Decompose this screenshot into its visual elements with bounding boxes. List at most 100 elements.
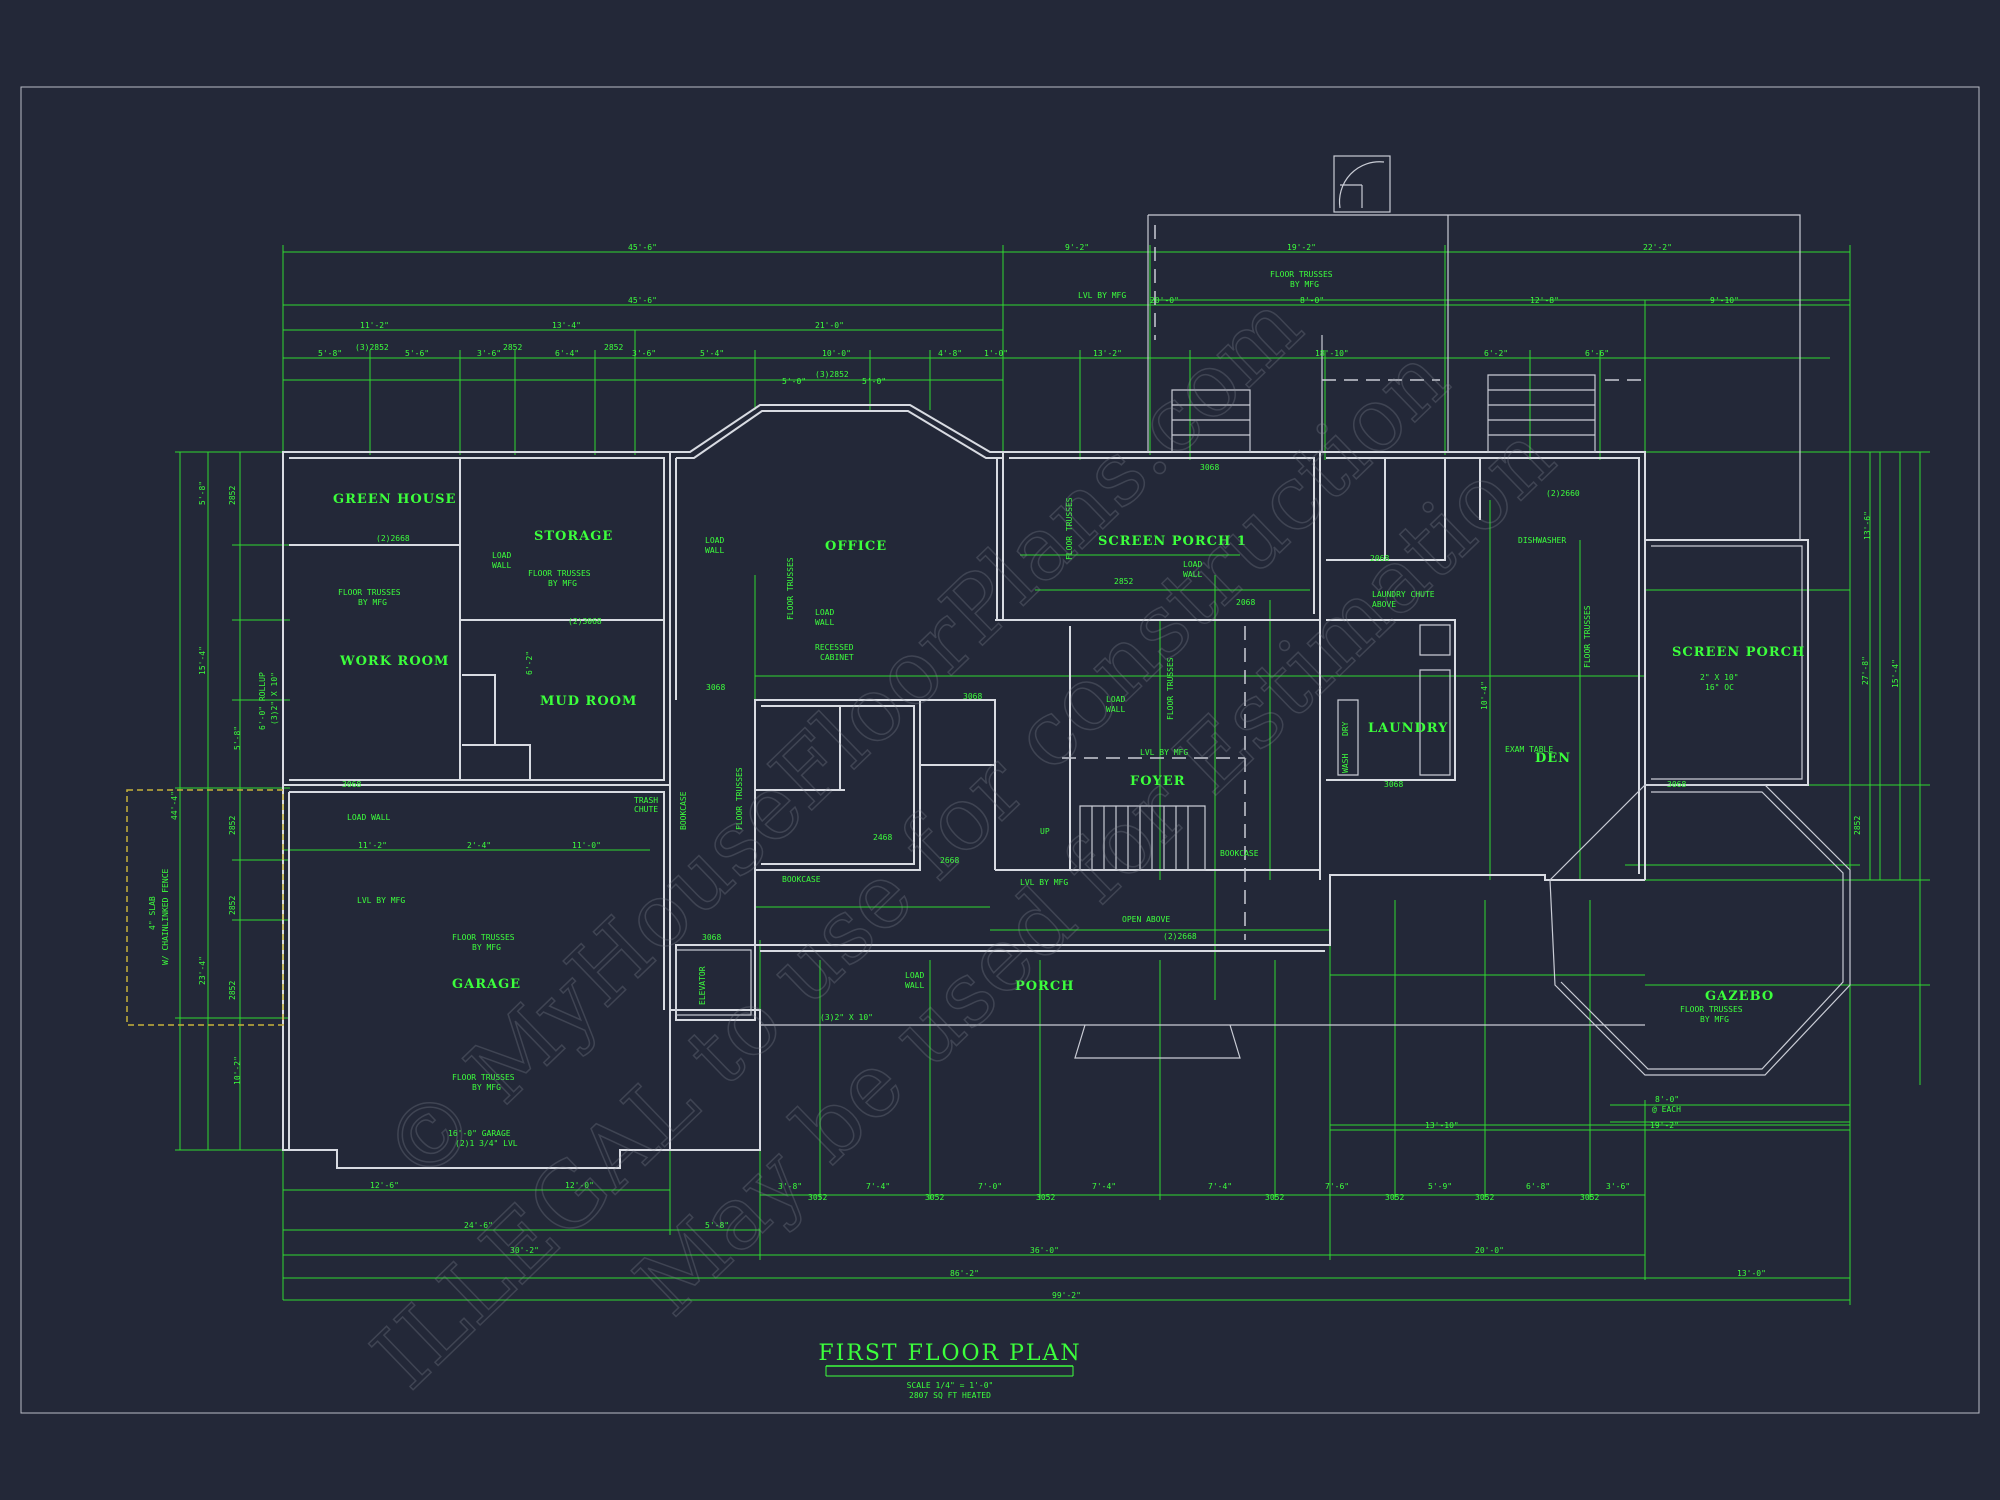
dim-text: 7'-0" [978, 1182, 1002, 1191]
dim-text: 45'-6" [628, 243, 657, 252]
door-tag: 3068 [342, 780, 361, 789]
dim-text: 24'-6" [464, 1221, 493, 1230]
note-by-mfg: BY MFG [472, 1083, 501, 1092]
dim-text: 3'-6" [1606, 1182, 1630, 1191]
dim-text: 6'-2" [525, 651, 534, 675]
note-by-mfg: BY MFG [1290, 280, 1319, 289]
dim-text: 13'-4" [552, 321, 581, 330]
note-laundry-chute: LAUNDRY CHUTE [1372, 590, 1435, 599]
room-label-screen-porch-1: SCREEN PORCH 1 [1098, 534, 1247, 549]
door-tag: (2)2668 [1163, 932, 1197, 941]
note-floor-trusses: FLOOR TRUSSES [452, 1073, 515, 1082]
room-label-storage: STORAGE [534, 529, 613, 544]
note-load: LOAD [1106, 695, 1125, 704]
dim-text: 19'-2" [1287, 243, 1316, 252]
dim-text: 3'-6" [632, 349, 656, 358]
dim-text: 5'-8" [705, 1221, 729, 1230]
note-by-mfg: BY MFG [358, 598, 387, 607]
sheet-border [20, 86, 1980, 1414]
note-porch-header: (3)2" X 10" [820, 1013, 873, 1022]
note-washer: WASH [1341, 754, 1350, 773]
note-lvl-by-mfg: LVL BY MFG [1078, 291, 1126, 300]
room-label-gazebo: GAZEBO [1705, 989, 1774, 1004]
dim-text: 99'-2" [1052, 1291, 1081, 1300]
dim-text: 8'-0" [1300, 296, 1324, 305]
note-floor-trusses: FLOOR TRUSSES [1065, 497, 1074, 560]
title-block: FIRST FLOOR PLAN SCALE 1/4" = 1'-0" 2807… [818, 1341, 1079, 1400]
dim-text: 2852 [228, 896, 237, 915]
dim-text: 15'-4" [1891, 659, 1900, 688]
dim-text: 3'-8" [778, 1182, 802, 1191]
dim-text: 12'-0" [565, 1181, 594, 1190]
note-bookcase: BOOKCASE [1220, 849, 1259, 858]
dim-text: 22'-2" [1643, 243, 1672, 252]
note-by-mfg: BY MFG [472, 943, 501, 952]
note-trash: TRASH [634, 796, 658, 805]
watermark-line-2: ILLEGAL to use for construction [353, 326, 1468, 1408]
dim-text: 20'-0" [1475, 1246, 1504, 1255]
note-slab: 4" SLAB [148, 896, 157, 930]
note-floor-trusses: FLOOR TRUSSES [452, 933, 515, 942]
dim-text: 9'-10" [1710, 296, 1739, 305]
dim-text: 2852 [228, 486, 237, 505]
note-slab-fence: W/ CHAINLINKED FENCE [161, 868, 170, 965]
note-exam-table: EXAM TABLE [1505, 745, 1553, 754]
dim-text: 7'-6" [1325, 1182, 1349, 1191]
dim-text: 15'-4" [198, 646, 207, 675]
note-load: LOAD [1183, 560, 1202, 569]
door-tag: (2)2660 [1546, 489, 1580, 498]
door-tag: 3068 [963, 692, 982, 701]
room-label-green-house: GREEN HOUSE [333, 492, 456, 507]
dim-text: 4'-8" [938, 349, 962, 358]
door-tag: 3052 [1475, 1193, 1494, 1202]
plan-heated-area: 2807 SQ FT HEATED [909, 1391, 991, 1400]
room-label-den: DEN [1535, 751, 1571, 766]
dim-text: 6'-6" [1585, 349, 1609, 358]
dim-text: 13'-2" [1093, 349, 1122, 358]
dim-text: 10'-4" [1480, 681, 1489, 710]
note-dryer: DRY [1341, 721, 1350, 736]
note-load: LOAD [905, 971, 924, 980]
note-floor-trusses: FLOOR TRUSSES [786, 557, 795, 620]
note-up: UP [1040, 827, 1050, 836]
note-open-above: OPEN ABOVE [1122, 915, 1170, 924]
door-tag: 3052 [925, 1193, 944, 1202]
dim-text: 9'-2" [1065, 243, 1089, 252]
door-tag: (2)3068 [568, 617, 602, 626]
door-tag: 3052 [1580, 1193, 1599, 1202]
note-dishwasher: DISHWASHER [1518, 536, 1566, 545]
dim-text: 5'-8" [318, 349, 342, 358]
dim-text: 2852 [228, 981, 237, 1000]
dim-text: 21'-0" [815, 321, 844, 330]
dim-text: 7'-4" [866, 1182, 890, 1191]
dim-text: 1'-0" [984, 349, 1008, 358]
note-rollup: 6'-0" ROLLUP [258, 672, 267, 730]
door-tag: 2852 [604, 343, 623, 352]
dim-text: 5'-0" [782, 377, 806, 386]
note-rollup-header: (3)2" X 10" [270, 672, 279, 725]
door-tag: 2068 [1370, 554, 1389, 563]
dim-text: 5'-8" [198, 481, 207, 505]
door-tag: 3052 [1265, 1193, 1284, 1202]
note-garage-beam: 16'-0" GARAGE [448, 1129, 511, 1138]
walls [126, 155, 1851, 1169]
note-wall: WALL [1106, 705, 1125, 714]
door-tag: 3068 [702, 933, 721, 942]
dim-text: 5'-4" [700, 349, 724, 358]
door-tag: 3052 [1385, 1193, 1404, 1202]
note-load-wall: LOAD WALL [347, 813, 391, 822]
door-tag: (3)2852 [355, 343, 389, 352]
dim-text: 30'-2" [510, 1246, 539, 1255]
note-elevator: ELEVATOR [698, 966, 707, 1005]
dim-text: 6'-8" [1526, 1182, 1550, 1191]
dim-text: 20'-0" [1150, 296, 1179, 305]
room-label-garage: GARAGE [452, 977, 521, 992]
dim-text: 45'-6" [628, 296, 657, 305]
door-tag: 2068 [1236, 598, 1255, 607]
room-label-mud-room: MUD ROOM [540, 694, 637, 709]
note-by-mfg: BY MFG [548, 579, 577, 588]
note-floor-trusses: FLOOR TRUSSES [735, 767, 744, 830]
note-above: ABOVE [1372, 600, 1396, 609]
note-load: LOAD [705, 536, 724, 545]
